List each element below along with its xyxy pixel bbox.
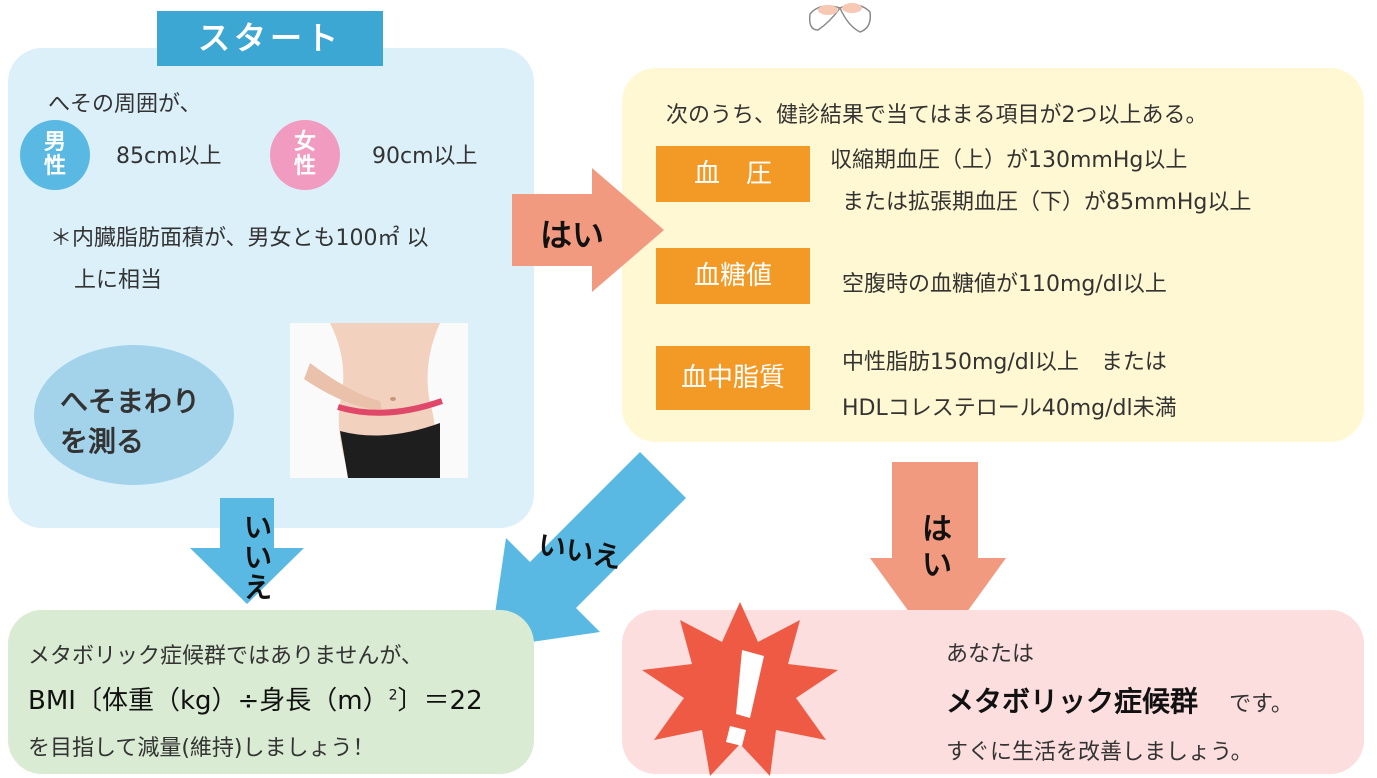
bmi-formula-target: 〕＝22 [397,686,483,716]
blood-sugar-text: 空腹時の血糖値が110mg/dl以上 [842,272,1167,297]
no-arrow-down-char1: い [244,511,273,544]
criteria-label-blood-pressure: 血 圧 [656,146,810,202]
measure-waist-ellipse [34,345,234,485]
measure-waist-line2: を測る [60,425,145,458]
waist-measuring-photo [290,323,468,478]
blood-pressure-text-line1: 収縮期血圧（上）が130mmHg以上 [830,148,1188,173]
criteria-label-blood-sugar: 血糖値 [656,248,810,304]
criteria-heading: 次のうち、健診結果で当てはまる項目が2つ以上ある。 [666,103,1208,128]
yes-arrow-down-char2: い [922,548,952,583]
result-no-line3: を目指して減量(維持)しましょう！ [28,736,375,761]
result-yes-line3: すぐに生活を改善しましょう。 [946,740,1253,765]
criteria-label-blood-lipids: 血中脂質 [656,346,810,410]
female-badge-bottom: 性 [293,154,316,179]
male-badge-top: 男 [43,130,66,155]
result-no-line2: BMI〔体重（kg）÷身長（m）2〕＝22 [28,680,483,717]
bmi-formula: BMI〔体重（kg）÷身長（m） [28,686,389,716]
yes-arrow-down [870,462,1006,652]
no-arrow-diagonal [490,448,686,648]
no-arrow-down-char2: い [244,541,273,574]
waist-intro: へその周囲が、 [48,92,202,117]
female-badge-top: 女 [293,130,316,155]
female-badge: 女 性 [270,120,340,190]
sandal-icon [808,3,872,33]
result-no-panel [8,610,534,774]
male-threshold: 85cm以上 [116,144,222,169]
metabolic-syndrome-label: メタボリック症候群 [946,685,1199,718]
male-badge: 男 性 [20,120,90,190]
blood-lipids-text-line2: HDLコレステロール40mg/dl未満 [842,396,1177,421]
yes-arrow-right-label: はい [540,216,605,254]
visceral-fat-note-line1: ＊内臓脂肪面積が、男女とも100㎡ 以 [50,226,429,251]
result-yes-line2: メタボリック症候群 です。 [946,680,1293,720]
female-threshold: 90cm以上 [372,144,478,169]
yes-arrow-down-char1: は [922,512,952,547]
yes-arrow-right [512,168,664,292]
result-no-line1: メタボリック症候群ではありませんが、 [28,644,423,669]
no-arrow-down [190,498,304,604]
blood-lipids-text-line1: 中性脂肪150mg/dl以上 または [842,350,1167,375]
blood-pressure-text-line2: または拡張期血圧（下）が85mmHg以上 [842,190,1252,215]
result-yes-line1: あなたは [946,642,1035,667]
male-badge-bottom: 性 [43,154,66,179]
result-yes-suffix: です。 [1229,692,1293,717]
measure-waist-line1: へそまわり [60,385,201,418]
visceral-fat-note-line2: 上に相当 [74,268,163,293]
bmi-formula-exponent: 2 [388,687,398,704]
warning-burst-icon [642,602,838,776]
start-tab: スタート [157,11,383,66]
no-arrow-down-char3: え [244,571,273,604]
